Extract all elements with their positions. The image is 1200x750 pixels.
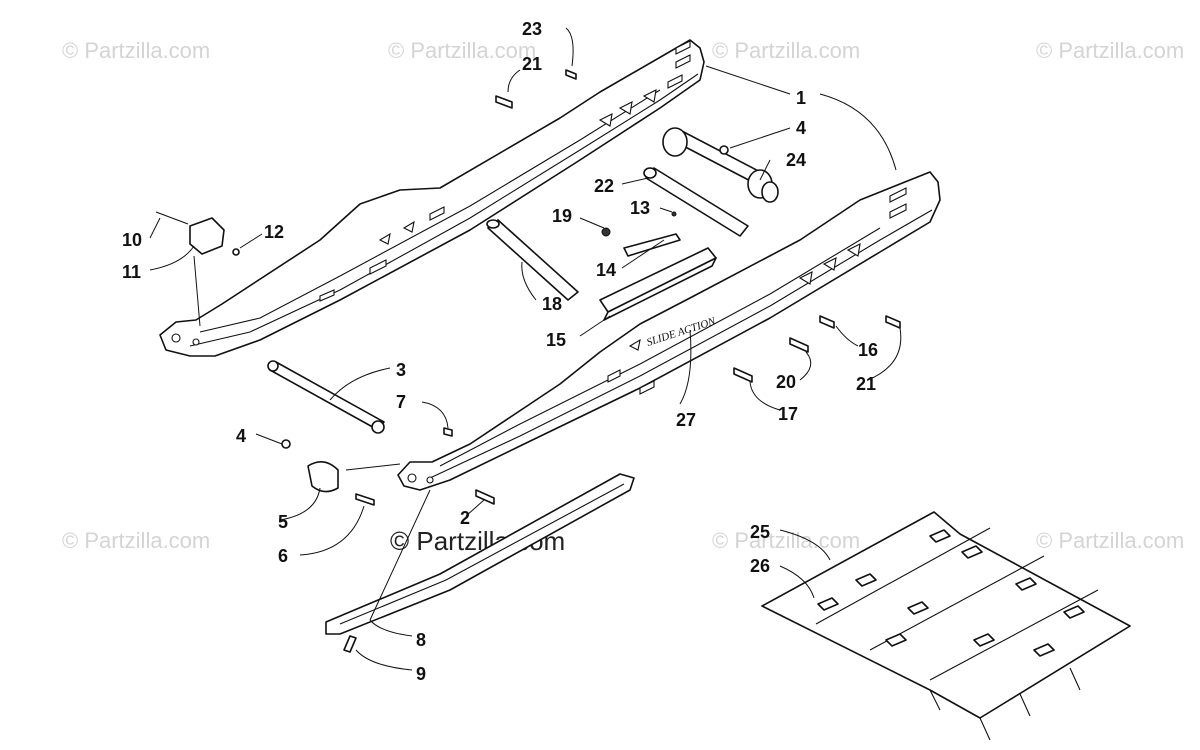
callout-8: 8 [416,630,426,650]
callout-15: 15 [546,330,566,350]
callout-19: 19 [552,206,572,226]
callout-13: 13 [630,198,650,218]
center-bracket [599,211,717,321]
callout-20: 20 [776,372,796,392]
rail-front: SLIDE ACTION [397,171,941,491]
callout-21b: 21 [856,374,876,394]
callout-25: 25 [750,522,770,542]
callout-11: 11 [122,262,141,282]
callout-6: 6 [278,546,288,566]
rail-back [159,39,705,357]
track [761,511,1131,741]
callout-24: 24 [786,150,806,170]
callout-5: 5 [278,512,288,532]
watermark: © Partzilla.com [62,528,210,553]
callout-4b: 4 [236,426,246,446]
callout-2: 2 [460,508,470,528]
callout-10: 10 [122,230,142,250]
callout-27: 27 [676,410,696,430]
watermark: © Partzilla.com [712,38,860,63]
watermark: © Partzilla.com [62,38,210,63]
callout-22: 22 [594,176,614,196]
callout-26: 26 [750,556,770,576]
watermark-group: © Partzilla.com © Partzilla.com © Partzi… [62,38,1184,556]
hardware [155,69,901,653]
callout-21: 21 [522,54,542,74]
leader-lines [149,27,902,671]
callout-18: 18 [542,294,562,314]
callout-1: 1 [796,88,806,108]
callout-14: 14 [596,260,616,280]
watermark: © Partzilla.com [388,38,536,63]
callout-23: 23 [522,19,542,39]
watermark: © Partzilla.com [1036,38,1184,63]
callout-12: 12 [264,222,284,242]
callout-17: 17 [778,404,798,424]
callout-7: 7 [396,392,406,412]
callout-3: 3 [396,360,406,380]
callout-labels: 23 21 1 4 24 22 19 13 14 18 15 16 21 20 … [122,19,878,684]
callout-4: 4 [796,118,806,138]
watermark: © Partzilla.com [1036,528,1184,553]
callout-9: 9 [416,664,426,684]
callout-16: 16 [858,340,878,360]
watermark: © Partzilla.com [712,528,860,553]
cross-shafts [267,127,779,434]
